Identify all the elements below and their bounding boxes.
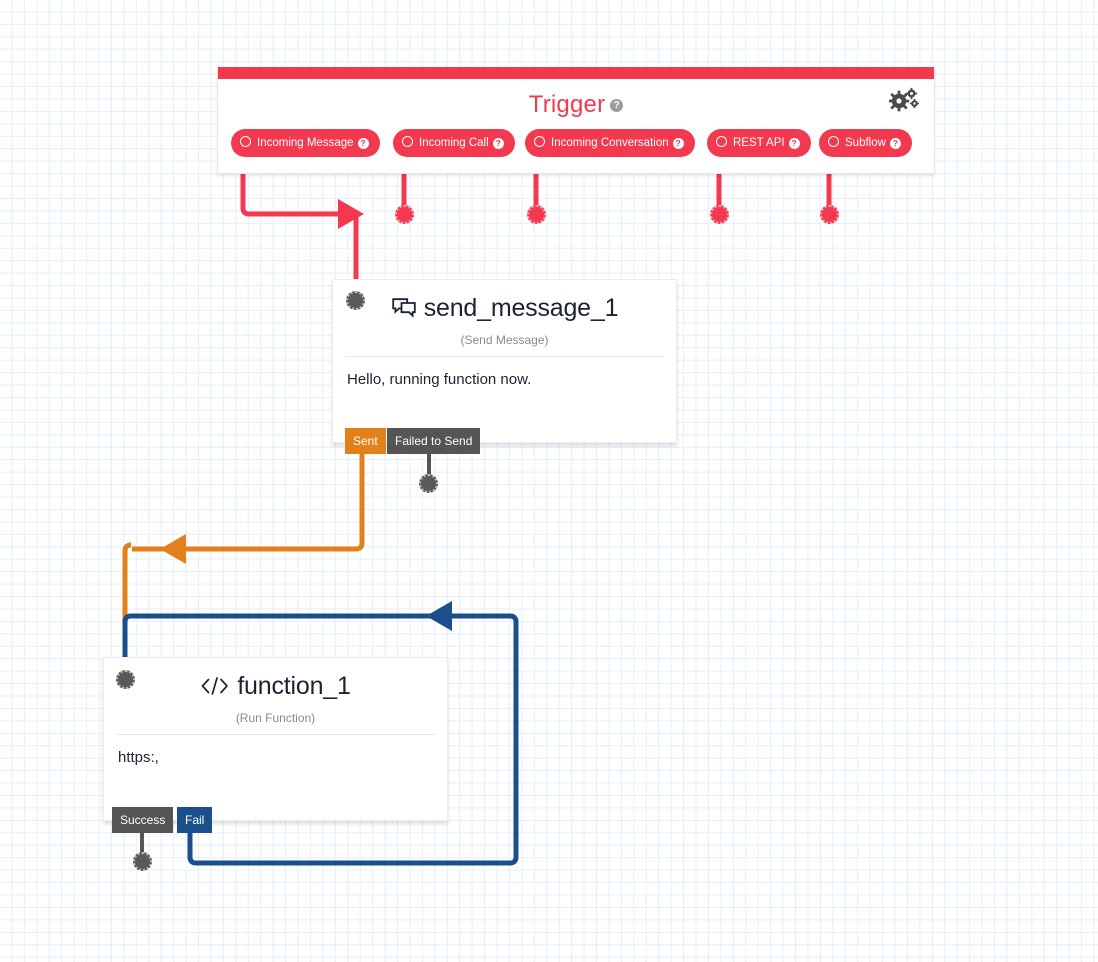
chip-label: REST API bbox=[733, 137, 785, 149]
node-send-message-1[interactable]: send_message_1 (Send Message) Hello, run… bbox=[332, 279, 677, 443]
page-title: Trigger bbox=[528, 91, 606, 118]
node-title: send_message_1 bbox=[423, 294, 619, 322]
output-tag-success[interactable]: Success bbox=[112, 807, 174, 833]
trigger-panel[interactable]: Trigger? bbox=[217, 67, 935, 174]
edge-incoming-message-to-send-message bbox=[240, 168, 344, 217]
speech-bubbles-icon bbox=[391, 297, 417, 326]
node-function-1[interactable]: function_1 (Run Function) https:, bbox=[103, 657, 448, 821]
trigger-chip-incoming-conversation[interactable]: Incoming Conversation? bbox=[525, 129, 695, 157]
trigger-chip-rest-api[interactable]: REST API? bbox=[707, 129, 811, 157]
help-icon[interactable]: ? bbox=[492, 138, 504, 149]
arrowhead-orange bbox=[160, 534, 186, 564]
output-port-success[interactable] bbox=[133, 852, 152, 871]
trigger-chip-row: Incoming Message? Incoming Call? Incomin… bbox=[218, 129, 934, 159]
radio-icon bbox=[534, 136, 545, 147]
trigger-accent-bar bbox=[218, 67, 934, 79]
node-type-label: (Run Function) bbox=[235, 711, 316, 725]
node-body-text: Hello, running function now. bbox=[347, 371, 532, 388]
node-divider bbox=[116, 734, 435, 735]
node-divider bbox=[345, 356, 664, 357]
chip-label: Subflow bbox=[845, 137, 886, 149]
chip-label: Incoming Call bbox=[419, 137, 489, 149]
help-icon[interactable]: ? bbox=[672, 138, 684, 149]
edge-sent-to-function bbox=[132, 454, 365, 552]
node-title-row: function_1 bbox=[200, 672, 351, 704]
radio-icon bbox=[828, 136, 839, 147]
output-tag-fail[interactable]: Fail bbox=[177, 807, 213, 833]
node-input-port-function-1[interactable] bbox=[116, 670, 135, 689]
output-tag-failed-to-send[interactable]: Failed to Send bbox=[387, 428, 481, 454]
help-icon[interactable]: ? bbox=[889, 138, 901, 149]
help-icon[interactable]: ? bbox=[788, 138, 800, 149]
radio-icon bbox=[716, 136, 727, 147]
trigger-port-incoming-conversation[interactable] bbox=[527, 205, 546, 224]
gears-icon[interactable] bbox=[888, 87, 920, 113]
output-port-failed-to-send[interactable] bbox=[419, 474, 438, 493]
arrowhead-blue bbox=[426, 601, 452, 631]
trigger-port-rest-api[interactable] bbox=[710, 205, 729, 224]
trigger-chip-incoming-message[interactable]: Incoming Message? bbox=[231, 129, 380, 157]
node-type-label: (Send Message) bbox=[460, 333, 549, 347]
output-tag-sent[interactable]: Sent bbox=[345, 428, 386, 454]
node-title: function_1 bbox=[237, 672, 351, 700]
node-input-port-send-message-1[interactable] bbox=[346, 291, 365, 310]
arrowhead-red bbox=[338, 199, 364, 229]
trigger-title-row: Trigger? bbox=[218, 91, 934, 125]
help-icon[interactable]: ? bbox=[357, 138, 369, 149]
chip-label: Incoming Message bbox=[257, 137, 354, 149]
chip-label: Incoming Conversation bbox=[551, 137, 669, 149]
radio-icon bbox=[402, 136, 413, 147]
trigger-port-subflow[interactable] bbox=[820, 205, 839, 224]
node-title-row: send_message_1 bbox=[391, 294, 619, 326]
node-body-text: https:, bbox=[118, 749, 159, 766]
radio-icon bbox=[240, 136, 251, 147]
trigger-chip-subflow[interactable]: Subflow? bbox=[819, 129, 912, 157]
trigger-chip-incoming-call[interactable]: Incoming Call? bbox=[393, 129, 515, 157]
help-icon[interactable]: ? bbox=[610, 99, 624, 112]
code-brackets-icon bbox=[200, 675, 230, 704]
trigger-port-incoming-call[interactable] bbox=[395, 205, 414, 224]
